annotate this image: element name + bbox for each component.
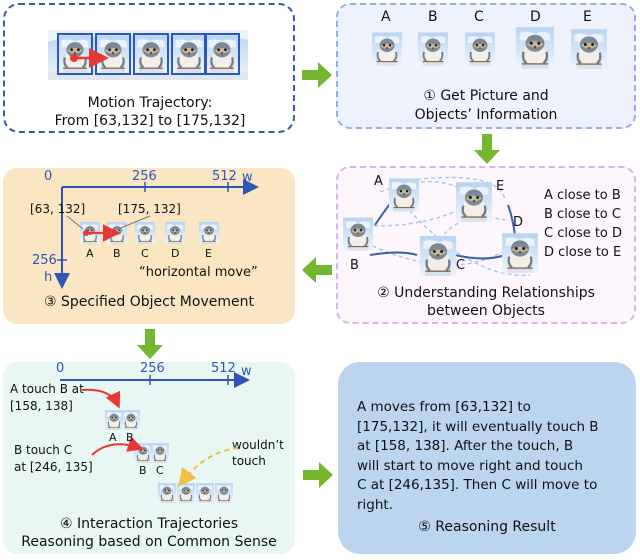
touch-ab-line1: A touch B at bbox=[10, 382, 84, 396]
p2-label-a: A bbox=[381, 9, 391, 25]
reasoning-line-2: [175,132], it will eventually touch B bbox=[357, 418, 599, 435]
p4-label-e: E bbox=[496, 179, 505, 194]
p5-xtick-256: 256 bbox=[140, 361, 165, 376]
p5-arrows bbox=[81, 388, 239, 487]
p3-label-e: E bbox=[205, 247, 212, 260]
relation-a-b: A close to B bbox=[544, 188, 621, 203]
p3-ytick-256: 256 bbox=[32, 253, 57, 268]
p2-label-c: C bbox=[474, 9, 484, 25]
relation-d-e: D close to E bbox=[544, 245, 622, 260]
touch-bc-line1: B touch C bbox=[14, 443, 73, 457]
panel5-caption-line1: ④ Interaction Trajectories bbox=[59, 516, 239, 532]
flow-arrow-down-right bbox=[474, 134, 500, 164]
reasoning-line-1: A moves from [63,132] to bbox=[357, 399, 531, 415]
p5-pair1-b: B bbox=[126, 431, 134, 444]
reasoning-text: A moves from [63,132] to [175,132], it w… bbox=[357, 398, 599, 515]
p4-bird-d bbox=[502, 232, 538, 274]
p5-xtick-0: 0 bbox=[56, 361, 65, 376]
panel4-caption-line2: between Objects bbox=[427, 303, 545, 319]
p4-bird-e bbox=[456, 182, 492, 222]
p5-axis bbox=[60, 372, 250, 388]
p3-move-arrow bbox=[66, 215, 151, 242]
flow-arrow-right-top bbox=[302, 62, 332, 88]
p4-label-d: D bbox=[513, 215, 524, 230]
panel1-caption-line1: Motion Trajectory: bbox=[87, 95, 213, 111]
wouldnt-touch-line2: touch bbox=[232, 454, 266, 468]
p5-x-label: w bbox=[241, 364, 252, 379]
p3-y-label: h bbox=[44, 270, 53, 285]
relation-b-c: B close to C bbox=[544, 207, 621, 222]
touch-ab-line2: [158, 138] bbox=[10, 399, 73, 413]
flow-arrow-right-bottom bbox=[303, 462, 333, 488]
p2-label-d: D bbox=[530, 9, 541, 25]
p3-caption: ③ Specified Object Movement bbox=[44, 294, 254, 310]
wouldnt-touch-line1: wouldn’t bbox=[232, 438, 284, 452]
flow-arrow-left-middle bbox=[302, 257, 332, 283]
p3-label-b: B bbox=[113, 247, 121, 260]
panel4-caption-line1: ② Understanding Relationships bbox=[377, 285, 595, 301]
p4-bird-a bbox=[389, 177, 419, 213]
flow-arrow-down-left bbox=[137, 329, 163, 359]
reasoning-line-5: C at [246,135]. Then C will move to bbox=[357, 477, 598, 493]
relation-c-d: C close to D bbox=[544, 226, 623, 241]
p3-horizontal-move: “horizontal move” bbox=[139, 265, 258, 280]
p2-label-b: B bbox=[428, 9, 438, 25]
p4-bird-b bbox=[343, 216, 373, 252]
p3-axes bbox=[54, 179, 259, 289]
p3-coord-start: [63, 132] bbox=[30, 202, 86, 216]
p4-label-c: C bbox=[456, 258, 466, 273]
p4-label-b: B bbox=[350, 258, 359, 273]
p5-pair1-a: A bbox=[109, 431, 117, 444]
reasoning-line-3: at [158, 138]. After the touch, B bbox=[357, 438, 574, 454]
p5-pair2-b: B bbox=[139, 464, 147, 477]
p3-x-label: w bbox=[242, 170, 253, 185]
p3-xtick-0: 0 bbox=[44, 169, 53, 184]
bounding-boxes bbox=[57, 33, 240, 75]
p3-label-c: C bbox=[141, 247, 149, 260]
panel2-caption-line2: Objects’ Information bbox=[414, 107, 558, 123]
reasoning-line-4: will start to move right and touch bbox=[357, 457, 583, 474]
panel1-caption-line2: From [63,132] to [175,132] bbox=[54, 113, 246, 129]
p3-label-d: D bbox=[171, 247, 180, 260]
p2-label-e: E bbox=[583, 9, 592, 25]
p3-xtick-256: 256 bbox=[132, 169, 157, 184]
p3-xtick-512: 512 bbox=[212, 169, 237, 184]
p4-label-a: A bbox=[374, 174, 383, 189]
p5-xtick-512: 512 bbox=[211, 361, 236, 376]
reasoning-result-panel bbox=[338, 362, 636, 554]
reasoning-line-6: right. bbox=[357, 496, 394, 513]
panel5-caption-line2: Reasoning based on Common Sense bbox=[21, 534, 277, 550]
p3-coord-end: [175, 132] bbox=[118, 202, 181, 216]
panel6-caption: ⑤ Reasoning Result bbox=[418, 519, 556, 535]
p5-pair2-c: C bbox=[156, 464, 164, 477]
touch-bc-line2: at [246, 135] bbox=[14, 460, 93, 474]
p4-bird-c bbox=[418, 236, 458, 276]
p3-label-a: A bbox=[86, 247, 94, 260]
panel2-caption-line1: ① Get Picture and bbox=[423, 88, 549, 104]
